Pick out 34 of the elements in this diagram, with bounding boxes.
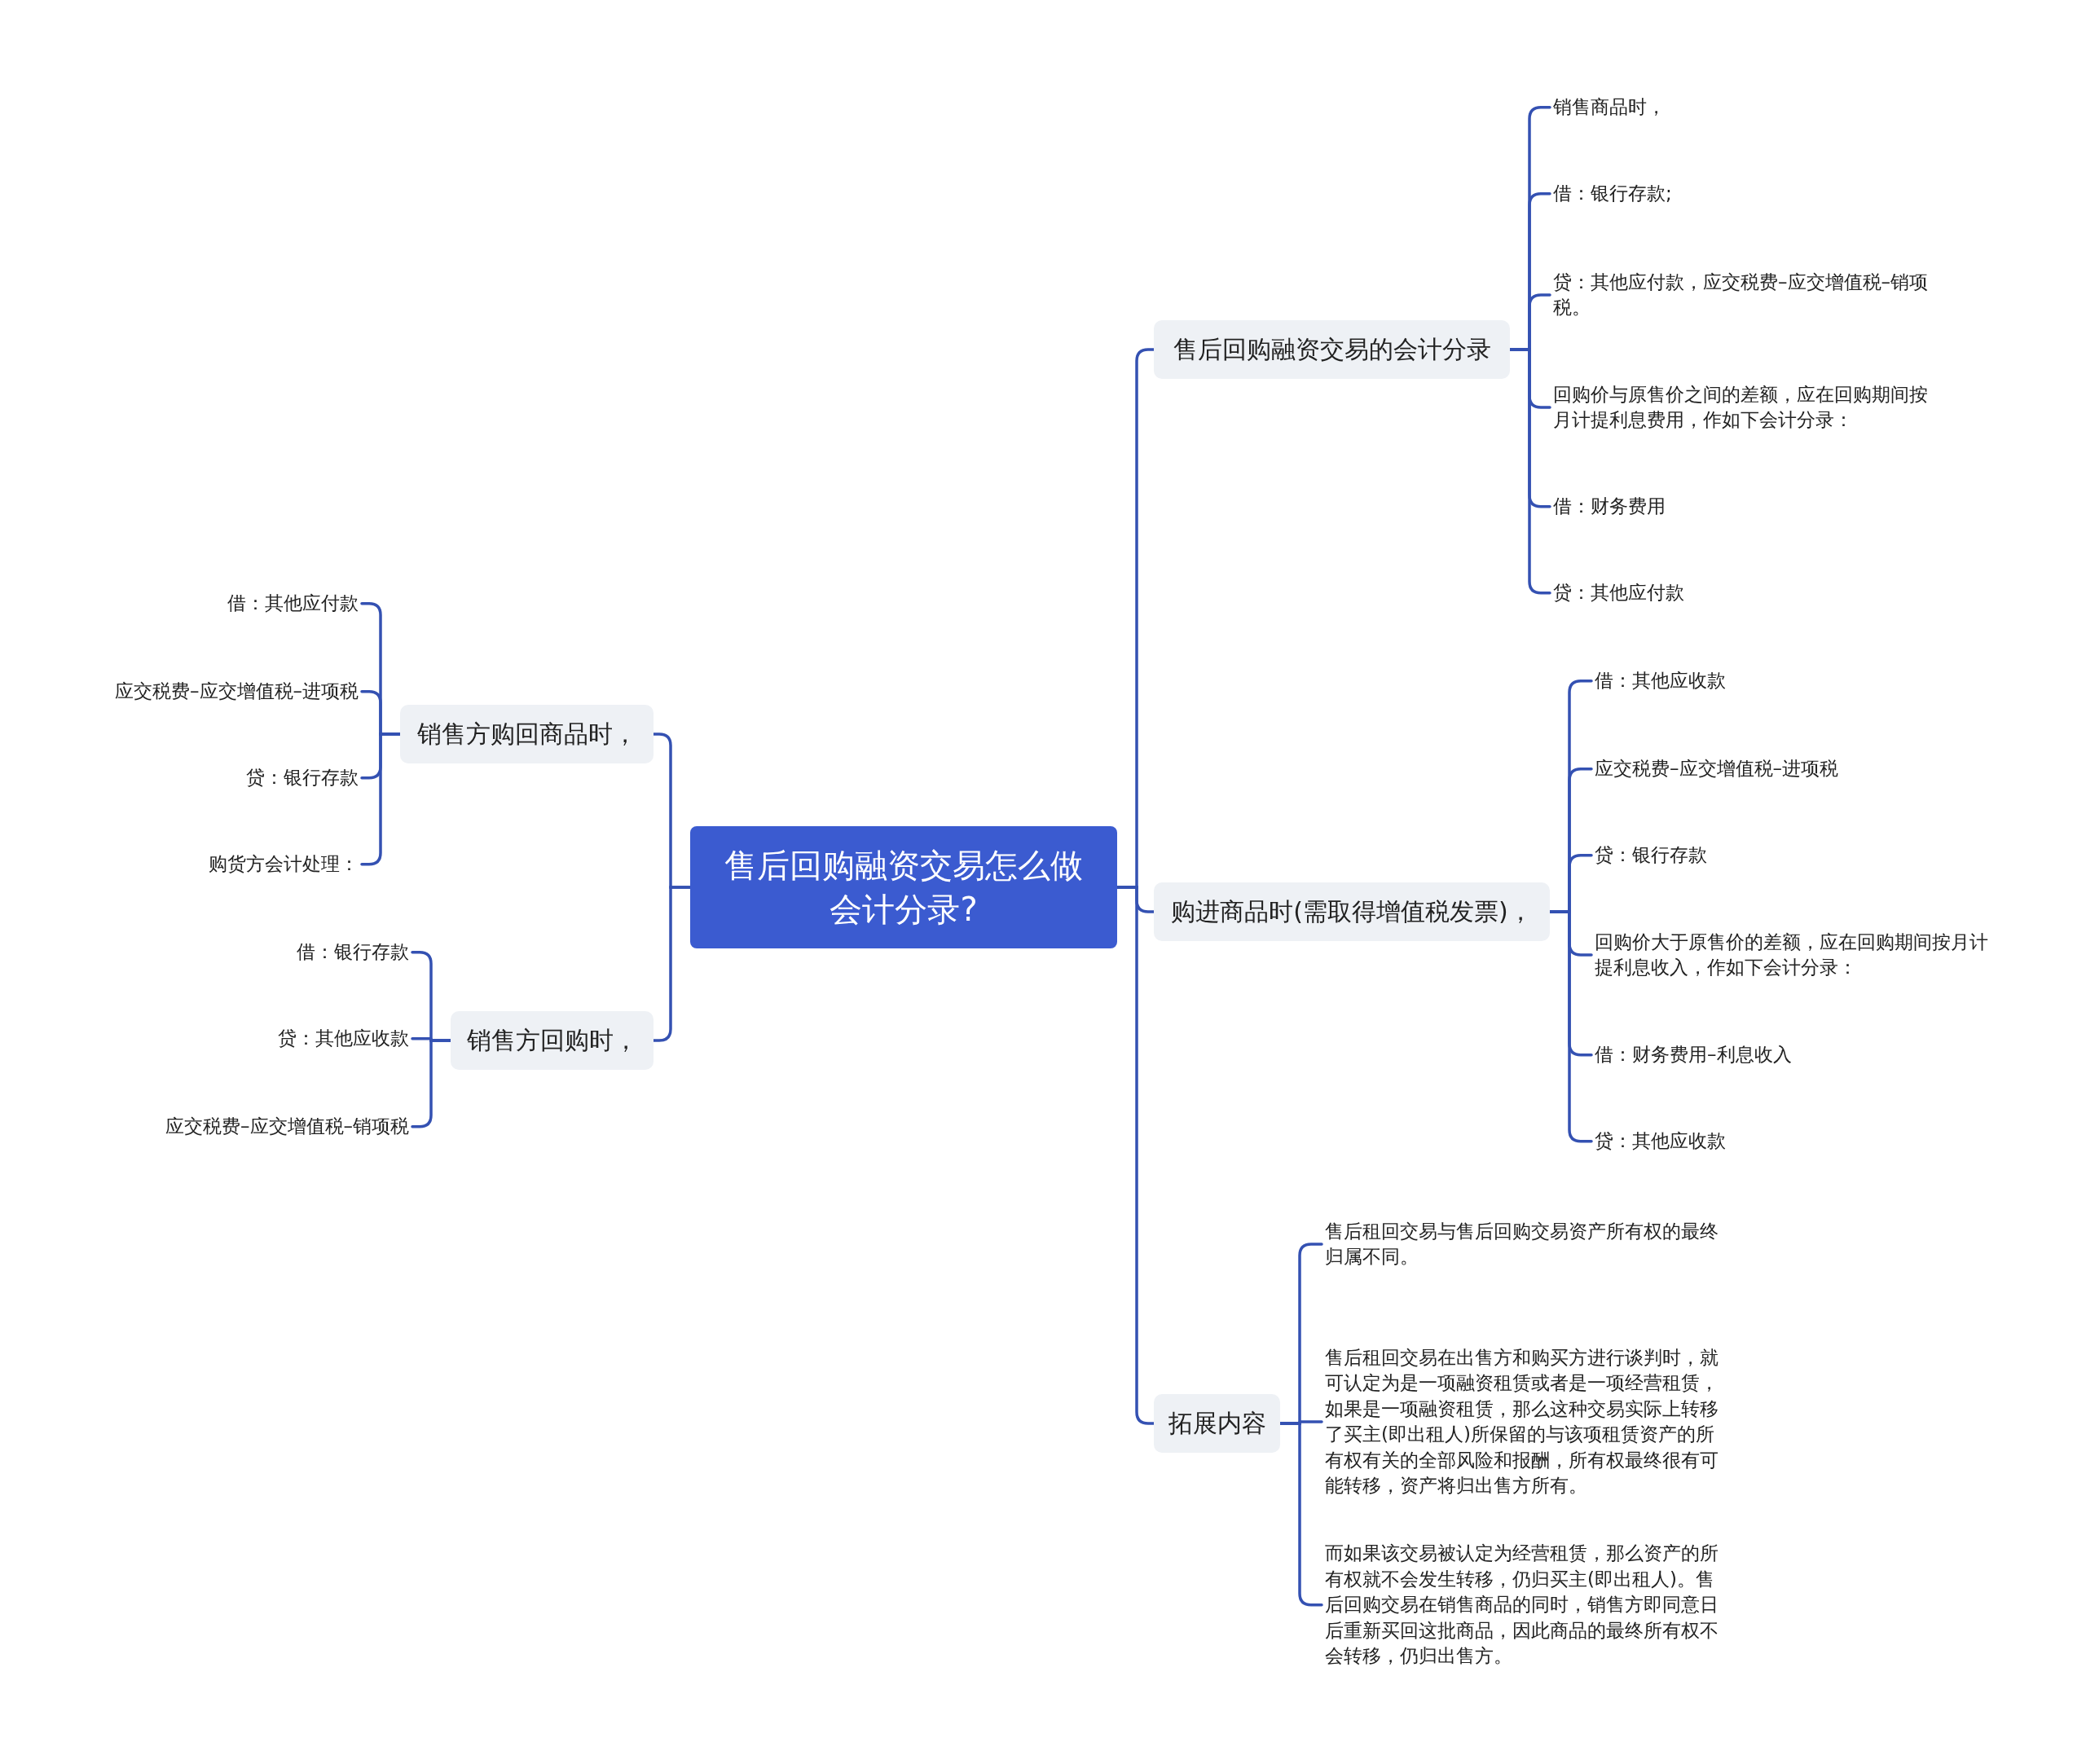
connector-line bbox=[1278, 1422, 1323, 1607]
topic-node: 销售方购回商品时， bbox=[400, 705, 654, 763]
leaf-text: 应交税费–应交增值税–进项税 bbox=[1591, 756, 1842, 782]
leaf-text: 售后租回交易与售后回购交易资产所有权的最终归属不同。 bbox=[1322, 1218, 1729, 1270]
leaf-text: 借：银行存款 bbox=[293, 939, 412, 966]
topic-node: 购进商品时(需取得增值税发票)， bbox=[1154, 882, 1550, 941]
leaf-text: 贷：银行存款 bbox=[243, 765, 362, 791]
leaf-text: 贷：银行存款 bbox=[1591, 842, 1710, 869]
leaf-text: 贷：其他应付款，应交税费–应交增值税–销项税。 bbox=[1550, 269, 1949, 321]
leaf-text: 回购价与原售价之间的差额，应在回购期间按月计提利息费用，作如下会计分录： bbox=[1550, 381, 1949, 433]
leaf-text: 贷：其他应付款 bbox=[1550, 580, 1688, 606]
leaf-text: 应交税费–应交增值税–进项税 bbox=[112, 679, 362, 705]
leaf-text: 销售商品时， bbox=[1550, 95, 1669, 121]
connector-line bbox=[1116, 886, 1155, 1425]
topic-node: 售后回购融资交易的会计分录 bbox=[1154, 320, 1510, 379]
connector-line bbox=[652, 886, 692, 1042]
connector-line bbox=[360, 732, 402, 866]
leaf-text: 借：财务费用–利息收入 bbox=[1591, 1042, 1795, 1068]
leaf-text: 购货方会计处理： bbox=[205, 851, 362, 878]
leaf-text: 借：其他应收款 bbox=[1591, 668, 1729, 694]
leaf-text: 应交税费–应交增值税–销项税 bbox=[162, 1114, 412, 1140]
connector-line bbox=[411, 1039, 452, 1128]
leaf-text: 贷：其他应收款 bbox=[275, 1026, 412, 1052]
topic-node: 拓展内容 bbox=[1154, 1394, 1280, 1453]
leaf-text: 贷：其他应收款 bbox=[1591, 1128, 1729, 1155]
leaf-text: 借：财务费用 bbox=[1550, 494, 1669, 520]
leaf-text: 回购价大于原售价的差额，应在回购期间按月计提利息收入，作如下会计分录： bbox=[1591, 929, 1999, 981]
central-topic: 售后回购融资交易怎么做会计分录? bbox=[690, 826, 1117, 948]
leaf-text: 售后租回交易在出售方和购买方进行谈判时，就可认定为是一项融资租赁或者是一项经营租赁，如果是一项融资租赁，那么这种交易实际上转移了买主(即出租人)所保留的与该项租赁资产的所有权有关的全部风险和报酬，所有权最终很有可能转移，资产将归出售方所有。 bbox=[1322, 1344, 1729, 1499]
leaf-text: 而如果该交易被认定为经营租赁，那么资产的所有权就不会发生转移，仍归买主(即出租人)。售后回购交易在销售商品的同时，销售方即同意日后重新买回这批商品，因此商品的最终所有权不会转移，仍归出售方。 bbox=[1322, 1541, 1729, 1669]
topic-node: 销售方回购时， bbox=[451, 1011, 654, 1070]
connector-line bbox=[1548, 910, 1593, 1143]
leaf-text: 借：其他应付款 bbox=[224, 591, 362, 617]
leaf-text: 借：银行存款; bbox=[1550, 181, 1675, 207]
